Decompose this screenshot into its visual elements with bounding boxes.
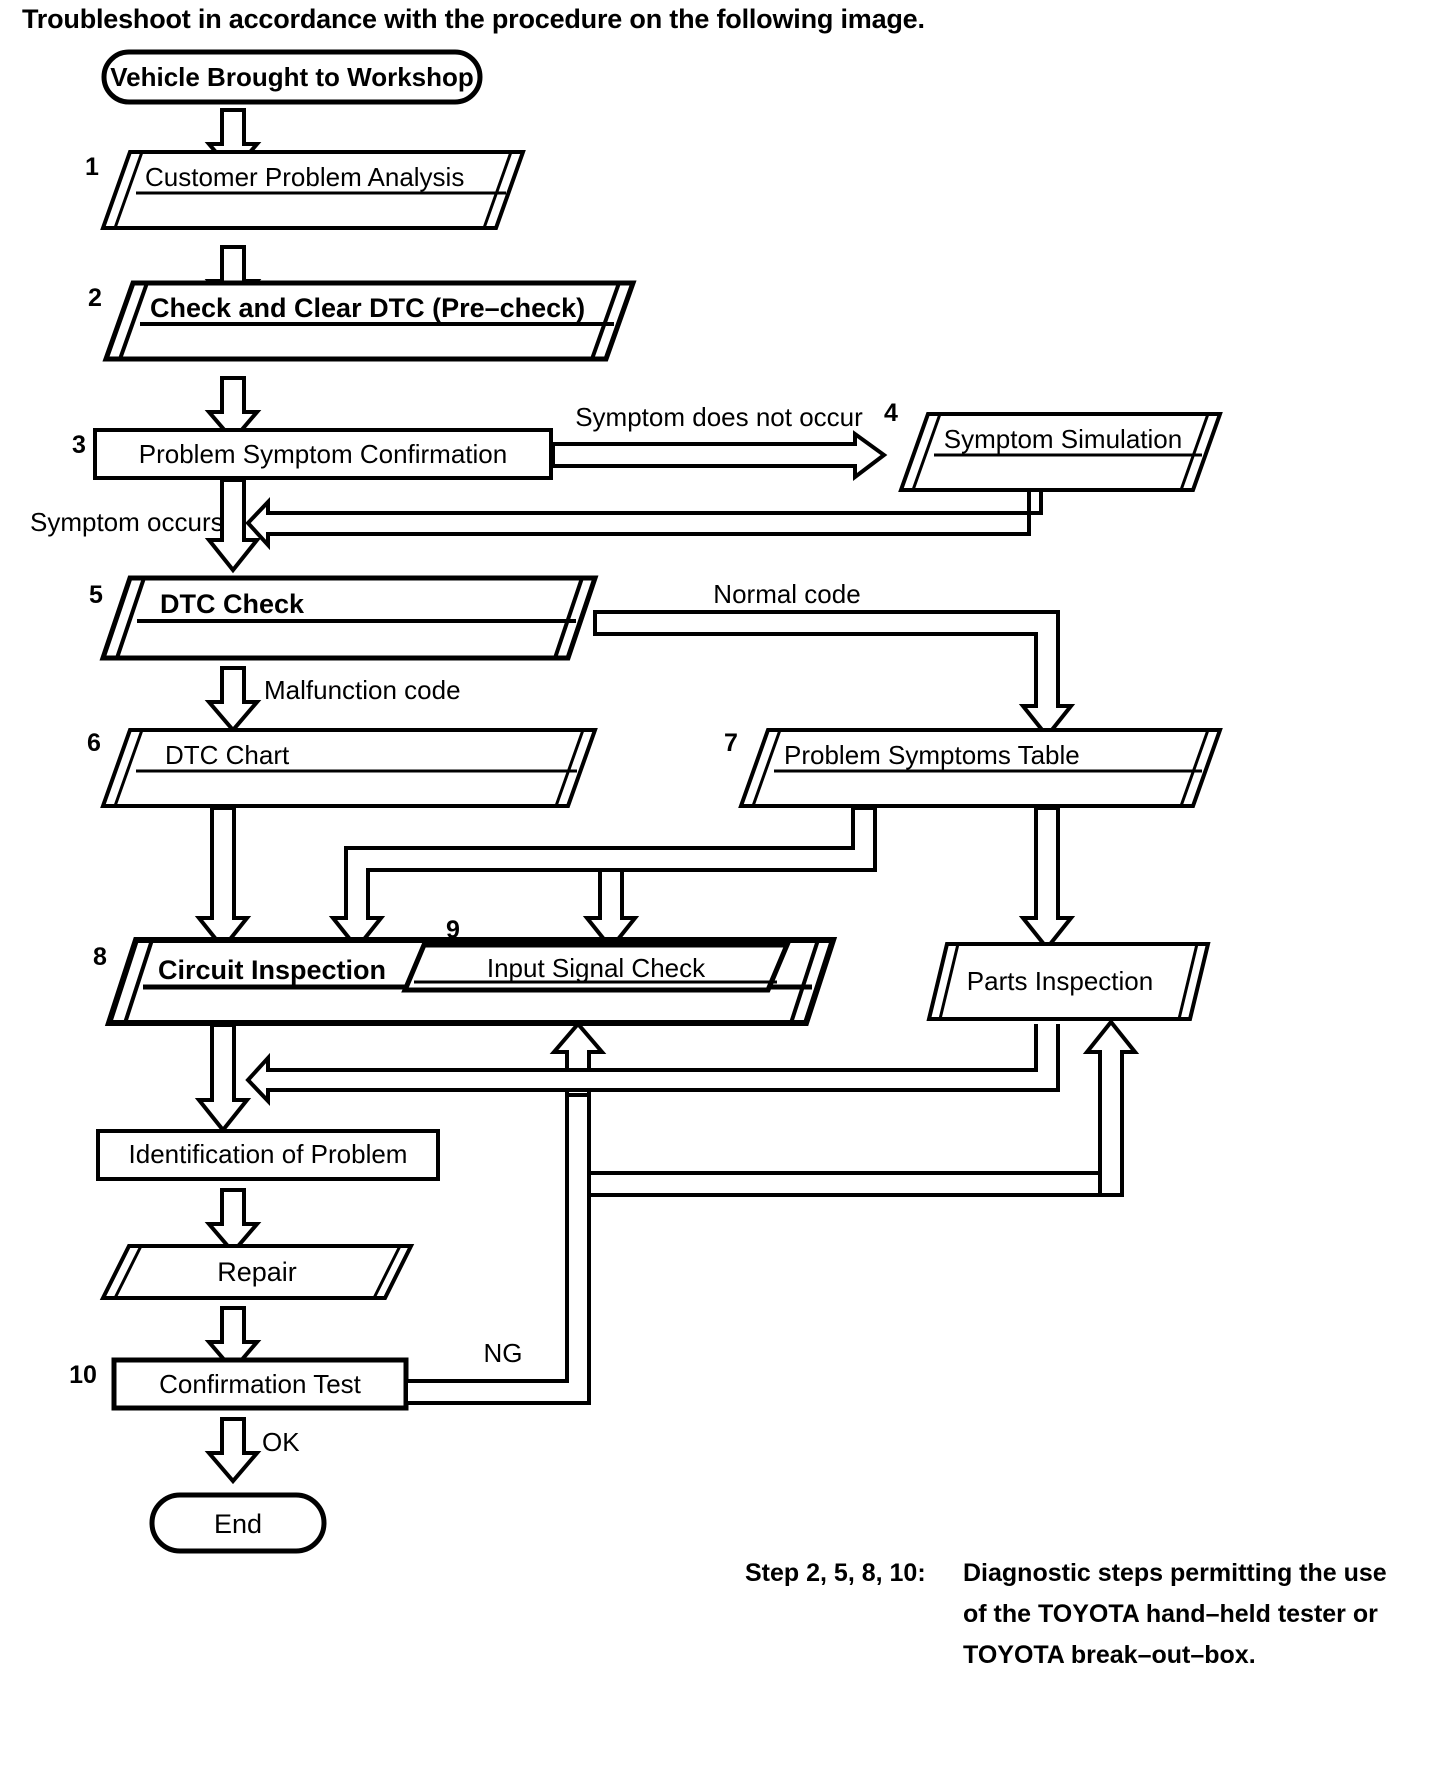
- step-number-3: 3: [72, 431, 86, 459]
- node-end-label: End: [214, 1509, 262, 1539]
- node-6-label: DTC Chart: [165, 740, 290, 770]
- arrow-3-to-5: [204, 478, 262, 574]
- node-2: Check and Clear DTC (Pre–check): [102, 280, 637, 362]
- node-6: DTC Chart: [100, 728, 598, 808]
- step-number-1: 1: [85, 153, 99, 181]
- arrow-identification-to-repair: [207, 1188, 259, 1254]
- arrow-7-to-parts: [1018, 806, 1076, 952]
- arrow-up-into-parts: [1082, 1018, 1140, 1197]
- node-7: Problem Symptoms Table: [738, 728, 1223, 808]
- node-end: End: [149, 1492, 327, 1554]
- arrow-5-to-6: [207, 666, 259, 732]
- node-parts-label: Parts Inspection: [967, 966, 1153, 996]
- intro-text: Troubleshoot in accordance with the proc…: [22, 4, 925, 34]
- node-2-label: Check and Clear DTC (Pre–check): [150, 293, 585, 323]
- node-3-label: Problem Symptom Confirmation: [139, 439, 507, 469]
- node-1-label: Customer Problem Analysis: [145, 162, 464, 192]
- footnote-line-1: Step 2, 5, 8, 10: Diagnostic steps permit…: [745, 1553, 1387, 1594]
- node-3: Problem Symptom Confirmation: [93, 428, 553, 480]
- step-number-2: 2: [88, 284, 102, 312]
- node-4-label: Symptom Simulation: [944, 424, 1182, 454]
- edge-label-ng: NG: [484, 1338, 523, 1368]
- footnote-text-1: Diagnostic steps permitting the use: [963, 1559, 1387, 1587]
- footnote-text-3: TOYOTA break–out–box.: [963, 1641, 1256, 1669]
- node-repair-label: Repair: [217, 1257, 297, 1287]
- edge-label-symptom-not-occur: Symptom does not occur: [575, 402, 863, 432]
- arrow-3-to-4: [551, 430, 888, 482]
- footnote-text-2: of the TOYOTA hand–held tester or: [963, 1600, 1378, 1628]
- edge-label-ok: OK: [262, 1427, 300, 1457]
- edge-label-malfunction-code: Malfunction code: [264, 675, 461, 705]
- node-10: Confirmation Test: [111, 1357, 409, 1411]
- footnote: Step 2, 5, 8, 10: Diagnostic steps permit…: [745, 1553, 1387, 1676]
- footnote-line-3: TOYOTA break–out–box.: [745, 1635, 1387, 1676]
- node-start-label: Vehicle Brought to Workshop: [110, 62, 474, 92]
- step-number-4: 4: [884, 399, 898, 427]
- arrow-10-ng-loop: [404, 1093, 591, 1405]
- step-number-9: 9: [446, 916, 460, 944]
- step-number-6: 6: [87, 729, 101, 757]
- step-number-8: 8: [93, 943, 107, 971]
- node-repair: Repair: [99, 1244, 415, 1300]
- node-10-label: Confirmation Test: [159, 1369, 362, 1399]
- node-9-label: Input Signal Check: [487, 953, 706, 983]
- bus-to-parts-return: [587, 1171, 1102, 1197]
- arrow-5-to-7-normal-code: [593, 610, 1076, 740]
- arrow-10-to-end: [207, 1417, 259, 1483]
- node-1: Customer Problem Analysis: [100, 150, 526, 230]
- node-identification: Identification of Problem: [96, 1129, 440, 1181]
- node-5: DTC Check: [99, 575, 599, 661]
- edge-label-symptom-occurs: Symptom occurs: [30, 507, 224, 537]
- footnote-label: Step 2, 5, 8, 10:: [745, 1559, 926, 1587]
- step-number-10: 10: [69, 1361, 97, 1389]
- arrow-6-to-8: [194, 806, 252, 952]
- arrow-7-to-8-outer: [328, 806, 877, 952]
- node-9: Input Signal Check: [401, 942, 791, 993]
- step-number-7: 7: [724, 729, 738, 757]
- arrow-parts-return: [245, 1024, 1060, 1106]
- arrow-7-to-9-inner: [582, 868, 853, 952]
- node-8-label: Circuit Inspection: [158, 955, 386, 985]
- node-7-label: Problem Symptoms Table: [784, 740, 1080, 770]
- node-5-label: DTC Check: [160, 589, 305, 619]
- footnote-line-2: of the TOYOTA hand–held tester or: [745, 1594, 1387, 1635]
- arrow-8-to-identification: [194, 1023, 252, 1134]
- node-start: Vehicle Brought to Workshop: [101, 49, 483, 105]
- node-parts-inspection: Parts Inspection: [926, 942, 1211, 1021]
- node-4: Symptom Simulation: [898, 412, 1223, 492]
- step-number-5: 5: [89, 581, 103, 609]
- node-identification-label: Identification of Problem: [129, 1139, 408, 1169]
- arrow-4-back-to-main: [245, 492, 1043, 551]
- edge-label-normal-code: Normal code: [713, 579, 860, 609]
